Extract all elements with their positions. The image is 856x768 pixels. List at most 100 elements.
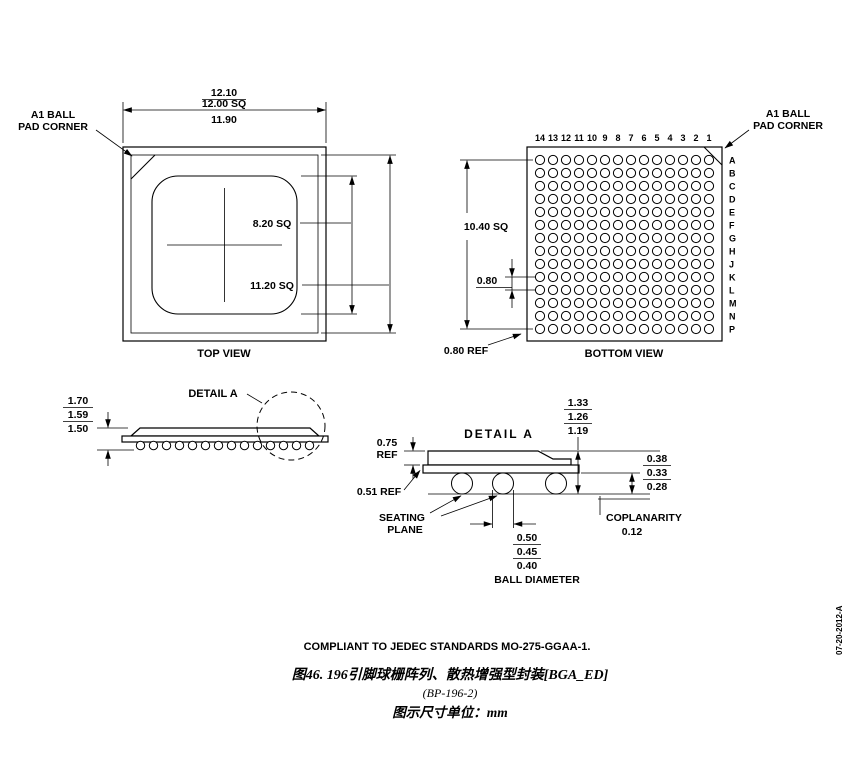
ball-pad — [573, 154, 585, 166]
ball-row-label: K — [729, 273, 736, 283]
ball-pad — [599, 154, 611, 166]
ball-pad — [651, 297, 663, 309]
ball-pad — [651, 232, 663, 244]
ball-pad — [690, 167, 702, 179]
ball-pad — [625, 245, 637, 257]
ball-pad — [677, 232, 689, 244]
ball-pad — [534, 310, 546, 322]
dim-value: 1.70 — [68, 395, 89, 407]
ball-pad — [651, 323, 663, 335]
ball-column-label: 9 — [602, 133, 607, 143]
ball-pad — [599, 271, 611, 283]
dim-value: 0.80 REF — [444, 345, 489, 357]
side-ball — [265, 440, 276, 451]
dim-value: REF — [377, 449, 399, 461]
ball-pad — [625, 206, 637, 218]
lid-outline — [130, 154, 319, 334]
ball-pad — [612, 167, 624, 179]
ball-pad — [690, 193, 702, 205]
ball-pad — [651, 193, 663, 205]
side-ball — [239, 440, 250, 451]
ball-pad — [612, 219, 624, 231]
revision-code: 07-20-2012-A — [835, 605, 844, 655]
top-view-width-dimension: 12.10 12.00 SQ 11.90 — [122, 87, 327, 143]
ball-pad — [638, 167, 650, 179]
ball-row-label: G — [729, 234, 736, 244]
ball-pad — [534, 180, 546, 192]
overall-height-dimension: 1.70 1.59 1.50 — [63, 395, 134, 466]
ball-pad — [586, 180, 598, 192]
a1-label: PAD CORNER — [18, 121, 88, 133]
ball-pad — [534, 154, 546, 166]
dim-value: 1.33 — [568, 397, 589, 409]
dim-value: 0.40 — [517, 560, 538, 572]
ball-pad — [703, 284, 715, 296]
jedec-note: COMPLIANT TO JEDEC STANDARDS MO-275-GGAA… — [304, 641, 591, 653]
ball-column-label: 13 — [548, 133, 558, 143]
ball-pad — [573, 258, 585, 270]
ball-pad — [638, 297, 650, 309]
ball-pad — [560, 284, 572, 296]
dim-value: 8.20 SQ — [253, 218, 292, 230]
ball-pad — [586, 219, 598, 231]
ball-pad — [573, 232, 585, 244]
ball-pad — [573, 297, 585, 309]
ball-pad — [612, 323, 624, 335]
detail-a-circle — [256, 391, 326, 461]
ball-pad — [703, 206, 715, 218]
ball-pad — [612, 297, 624, 309]
detail-a-callout: DETAIL A — [188, 388, 326, 461]
ball-pad — [677, 323, 689, 335]
a1-corner-chamfer — [130, 154, 156, 180]
ball-pad — [612, 180, 624, 192]
ball-pad — [534, 206, 546, 218]
ball-pad — [690, 154, 702, 166]
ball-row-label: B — [729, 169, 736, 179]
ball-pad — [677, 167, 689, 179]
lid-top-dimension: 8.20 SQ — [253, 175, 357, 315]
ball-pitch-dimension: 0.80 — [476, 259, 536, 308]
dim-value: 10.40 SQ — [464, 221, 508, 233]
ball-pad — [612, 206, 624, 218]
ball-row-label: L — [729, 286, 735, 296]
ball-pad — [612, 193, 624, 205]
ball-pad — [534, 232, 546, 244]
dim-value: 1.19 — [568, 425, 589, 437]
dim-value: 1.26 — [568, 411, 589, 423]
ball-pad — [534, 219, 546, 231]
ball-pad — [547, 297, 559, 309]
ball-pad — [690, 219, 702, 231]
dim-value: 12.10 — [211, 87, 237, 99]
ball-pad — [586, 245, 598, 257]
ball-pad — [586, 206, 598, 218]
ball-pad — [599, 180, 611, 192]
a1-label: PAD CORNER — [753, 120, 823, 132]
ball-pad — [664, 297, 676, 309]
top-view-label: TOP VIEW — [197, 348, 251, 360]
ball-pad — [560, 206, 572, 218]
ball-pad — [690, 206, 702, 218]
detail-a-callout-label: DETAIL A — [188, 388, 237, 400]
coplanarity-label: COPLANARITY — [606, 512, 682, 524]
ball-pad — [690, 323, 702, 335]
ball-pad — [547, 193, 559, 205]
ball-pad — [703, 167, 715, 179]
ball-pad — [586, 167, 598, 179]
ball-pad — [599, 310, 611, 322]
side-view: 1.70 1.59 1.50 DETAIL A — [63, 388, 329, 466]
ball-pad — [612, 245, 624, 257]
ball-field-dimension: 10.40 SQ — [460, 159, 533, 330]
ball-pad — [664, 245, 676, 257]
seating-plane-callout: SEATING PLANE — [379, 495, 498, 536]
ball-row-label: M — [729, 299, 737, 309]
ball-pad — [560, 297, 572, 309]
side-ball — [252, 440, 263, 451]
ball-pad — [677, 310, 689, 322]
footer: COMPLIANT TO JEDEC STANDARDS MO-275-GGAA… — [292, 641, 609, 720]
ball-pad — [677, 271, 689, 283]
ball-pad — [534, 297, 546, 309]
ball-pad — [638, 258, 650, 270]
ball-pad — [651, 154, 663, 166]
a1-label: A1 BALL — [31, 109, 76, 121]
